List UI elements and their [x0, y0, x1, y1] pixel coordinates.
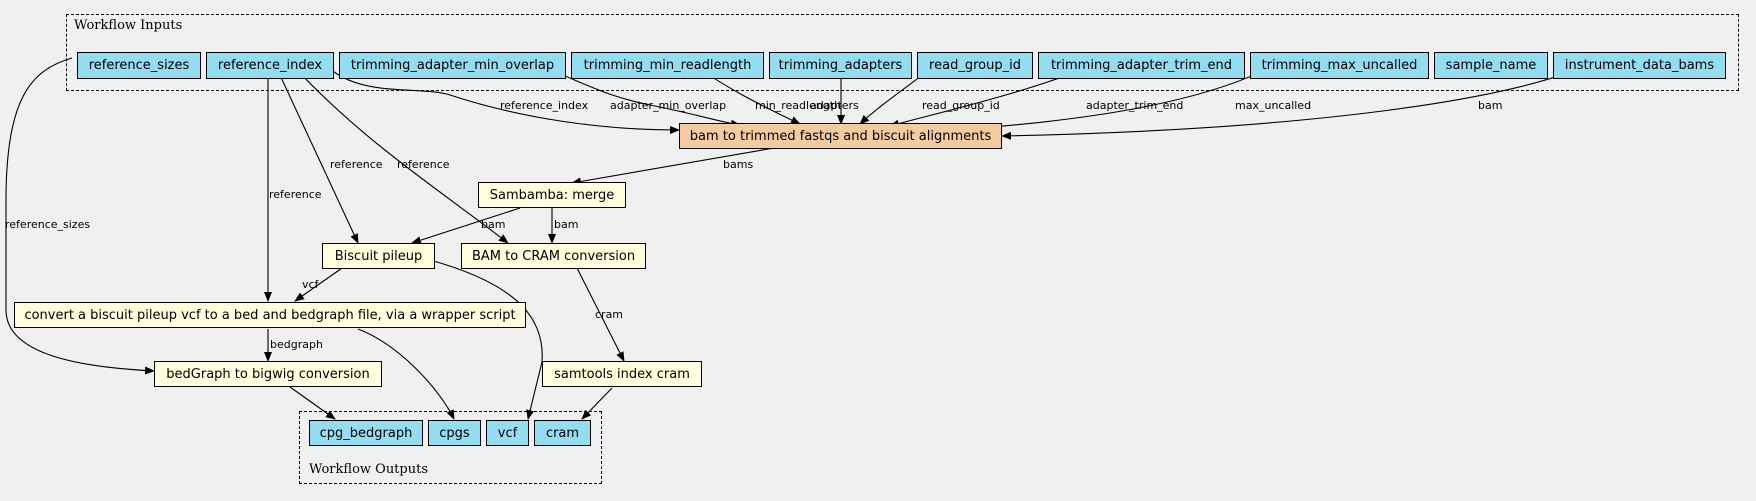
edge-merge-to-pileup — [411, 207, 521, 245]
edge-label: cram — [595, 308, 623, 321]
step-samtools-index-cram[interactable]: samtools index cram — [542, 361, 702, 387]
edge-label: adapter_min_overlap — [610, 99, 726, 112]
edge-label: bams — [723, 158, 753, 171]
output-cram[interactable]: cram — [534, 420, 591, 446]
step-biscuit-pileup[interactable]: Biscuit pileup — [322, 243, 435, 269]
edge-label: reference_index — [500, 99, 589, 112]
edge-ref-to-pileup — [271, 57, 359, 244]
output-vcf[interactable]: vcf — [486, 420, 529, 446]
edge-label: reference — [397, 158, 450, 171]
input-trimming-max-uncalled[interactable]: trimming_max_uncalled — [1250, 52, 1429, 79]
edge-label: reference_sizes — [5, 218, 90, 231]
input-trimming-adapters[interactable]: trimming_adapters — [769, 52, 912, 79]
edge-label: vcf — [302, 278, 320, 291]
edge-pileup-to-convert — [294, 265, 346, 302]
edge-index-to-cram-output — [581, 387, 613, 420]
step-bam-to-cram[interactable]: BAM to CRAM conversion — [461, 243, 646, 269]
edge-label: max_uncalled — [1235, 99, 1311, 112]
input-read-group-id[interactable]: read_group_id — [917, 52, 1033, 79]
input-trimming-adapter-trim-end[interactable]: trimming_adapter_trim_end — [1038, 52, 1245, 79]
edge-refsizes-to-bigwig — [5, 57, 155, 375]
input-reference-sizes[interactable]: reference_sizes — [77, 52, 201, 79]
edge-cram-to-index — [575, 265, 625, 362]
workflow-outputs-cluster: Workflow Outputs — [299, 411, 602, 484]
edge-convert-to-cpgs — [357, 328, 455, 420]
input-trimming-min-readlength[interactable]: trimming_min_readlength — [571, 52, 764, 79]
input-reference-index[interactable]: reference_index — [206, 52, 334, 79]
edge-main-to-merge — [571, 146, 781, 186]
output-cpgs[interactable]: cpgs — [428, 420, 481, 446]
output-cpg-bedgraph[interactable]: cpg_bedgraph — [309, 420, 423, 446]
edge-label: adapters — [810, 99, 859, 112]
input-sample-name[interactable]: sample_name — [1434, 52, 1548, 79]
edge-label: read_group_id — [922, 99, 1000, 112]
edge-label: bam — [481, 218, 505, 231]
edge-label: adapter_trim_end — [1086, 99, 1183, 112]
input-trimming-adapter-min-overlap[interactable]: trimming_adapter_min_overlap — [339, 52, 566, 79]
edge-label: reference — [269, 188, 322, 201]
step-convert-biscuit-pileup[interactable]: convert a biscuit pileup vcf to a bed an… — [14, 302, 526, 328]
cluster-title: Workflow Outputs — [309, 462, 428, 477]
step-bam-to-trimmed-fastqs[interactable]: bam to trimmed fastqs and biscuit alignm… — [679, 123, 1002, 149]
edge-reference-index-to-main — [319, 57, 680, 134]
edge-label: min_readlength — [755, 99, 841, 112]
edge-bigwig-to-bedgraph — [289, 386, 336, 420]
edge-label: bam — [554, 218, 578, 231]
edge-label: bedgraph — [270, 338, 323, 351]
edge-label: reference — [330, 158, 383, 171]
cluster-title: Workflow Inputs — [74, 18, 183, 33]
step-sambamba-merge[interactable]: Sambamba: merge — [478, 182, 626, 208]
input-instrument-data-bams[interactable]: instrument_data_bams — [1553, 52, 1726, 79]
step-bedgraph-to-bigwig[interactable]: bedGraph to bigwig conversion — [154, 361, 382, 387]
workflow-inputs-cluster: Workflow Inputs — [66, 14, 1739, 91]
edge-ref-to-cram — [285, 57, 509, 244]
edge-pileup-to-vcf — [429, 259, 543, 420]
edge-label: bam — [1478, 99, 1502, 112]
